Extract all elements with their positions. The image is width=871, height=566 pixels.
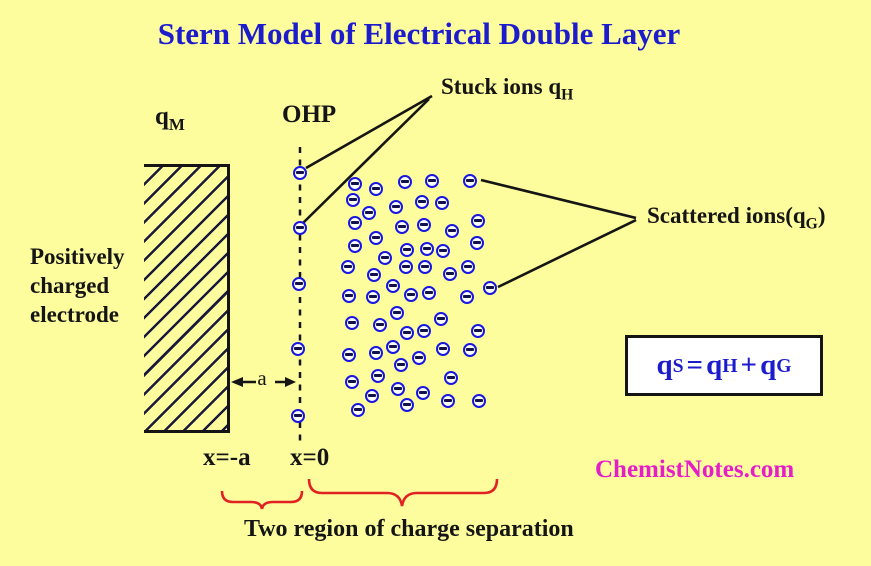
scattered-ions-pointer-line-1 xyxy=(480,178,637,220)
eq-plus: + xyxy=(740,349,758,381)
qm-base: q xyxy=(155,103,169,130)
scattered-ions-close-paren: ) xyxy=(817,203,826,228)
hatched-electrode xyxy=(144,164,230,433)
two-region-label: Two region of charge separation xyxy=(244,516,574,542)
stuck-ions-pointer-line-2 xyxy=(302,98,430,224)
electrode-charge-label: qM xyxy=(155,103,185,134)
gap-distance-label: a xyxy=(257,366,267,390)
x-zero-label: x=0 xyxy=(290,444,330,471)
scattered-ions-label: Scattered ions(qG) xyxy=(647,203,826,232)
eq-q-helmholtz: q xyxy=(706,349,723,381)
gap-arrow-right-head xyxy=(285,377,296,387)
electrode-description-line3: electrode xyxy=(30,302,119,327)
stern-layer-brace xyxy=(220,490,304,510)
x-minus-a-label: x=-a xyxy=(203,444,251,471)
stuck-ions-text: Stuck ions q xyxy=(441,74,562,99)
qm-subscript: M xyxy=(168,115,185,134)
eq-q-total: q xyxy=(656,349,673,381)
scattered-ions-subscript: G xyxy=(805,215,818,233)
diagram-title: Stern Model of Electrical Double Layer xyxy=(157,16,681,51)
diffuse-layer-brace xyxy=(307,478,499,507)
electrode-description-line2: charged xyxy=(30,273,110,298)
ohp-label: OHP xyxy=(282,101,337,128)
stuck-ions-pointer-line-1 xyxy=(305,94,433,170)
eq-q-gouy: q xyxy=(760,349,777,381)
stuck-ions-subscript: H xyxy=(561,86,574,104)
electrode-description: Positively charged electrode xyxy=(30,242,125,329)
scattered-ions-text: Scattered ions(q xyxy=(647,203,806,228)
gap-arrow-left-head xyxy=(231,377,243,387)
watermark: ChemistNotes.com xyxy=(595,456,795,483)
scattered-ions-pointer-line-2 xyxy=(497,218,637,289)
electrode-description-line1: Positively xyxy=(30,244,125,269)
gap-distance-arrow xyxy=(231,377,296,387)
eq-equals: = xyxy=(686,349,704,381)
stuck-ions-label: Stuck ions qH xyxy=(441,74,573,103)
